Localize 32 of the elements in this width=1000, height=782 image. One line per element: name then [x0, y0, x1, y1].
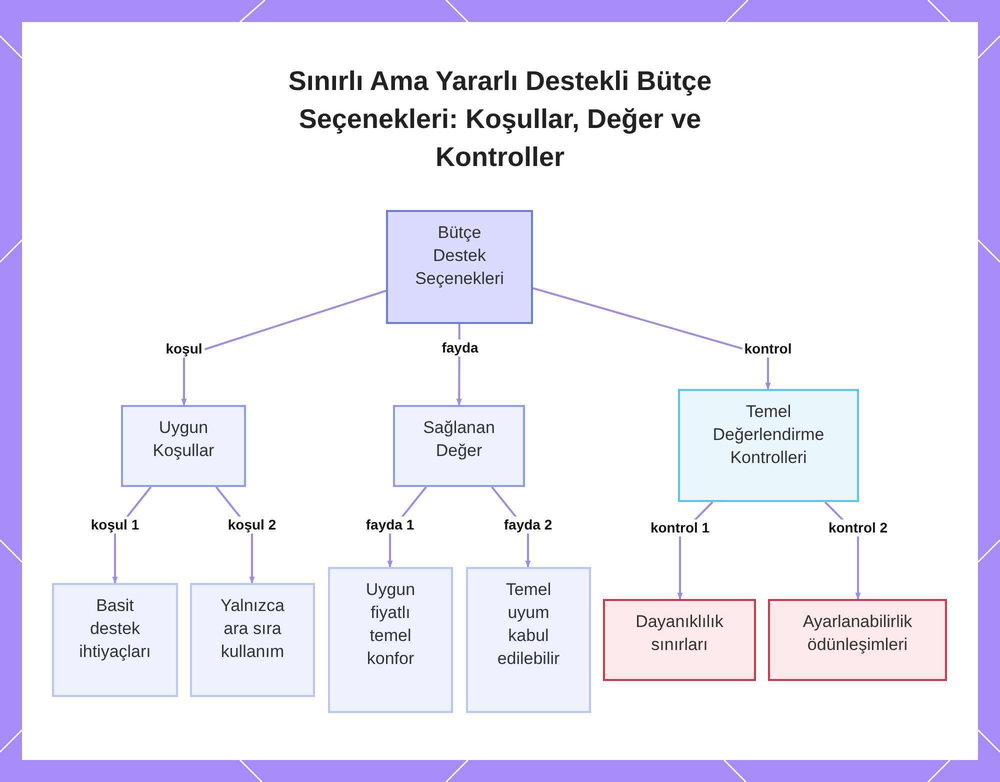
box-text: Sağlanan Değer [422, 417, 496, 462]
item-box [328, 567, 453, 713]
edge-label: kontrol 2 [826, 520, 890, 536]
box-text: Uygun Koşullar [152, 417, 216, 462]
edge-label: kontrol 1 [648, 520, 712, 536]
item-box [190, 583, 315, 697]
category-box [121, 405, 246, 487]
box-text: Temel Değerlendirme Kontrolleri [712, 401, 826, 469]
box-text: Dayanıklılık sınırları [634, 611, 724, 656]
edge-label: fayda [440, 340, 480, 356]
box-text: Yalnızca ara sıra kullanım [220, 595, 286, 663]
box-text: Ayarlanabilirlik ödünleşimleri [802, 611, 914, 656]
edge-label: kontrol [742, 340, 794, 358]
edge-label: koşul 2 [226, 516, 278, 534]
item-box [52, 583, 178, 697]
box-text: Basit destek ihtiyaçları [78, 595, 152, 663]
box-text: Uygun fiyatlı temel konfor [364, 579, 416, 670]
connector-arrow [532, 287, 771, 390]
edge-label: fayda 1 [364, 516, 416, 534]
box-text: Bütçe Destek Seçenekleri [414, 222, 505, 290]
edge-label: koşul [164, 340, 204, 358]
edge-label: fayda 2 [502, 516, 554, 534]
item-box [466, 567, 591, 713]
item-box [603, 599, 756, 681]
topic-box [386, 210, 533, 324]
category-box [678, 389, 859, 502]
item-box [768, 599, 947, 681]
edge-label: koşul 1 [88, 516, 142, 534]
box-text: Temel uyum kabul edilebilir [496, 579, 561, 670]
category-box [393, 405, 525, 487]
diagram-title: Sınırlı Ama Yararlı Destekli Bütçe Seçenekleri: Koşullar, Değer ve Kontroller [287, 65, 713, 174]
connector-arrow [181, 290, 386, 406]
